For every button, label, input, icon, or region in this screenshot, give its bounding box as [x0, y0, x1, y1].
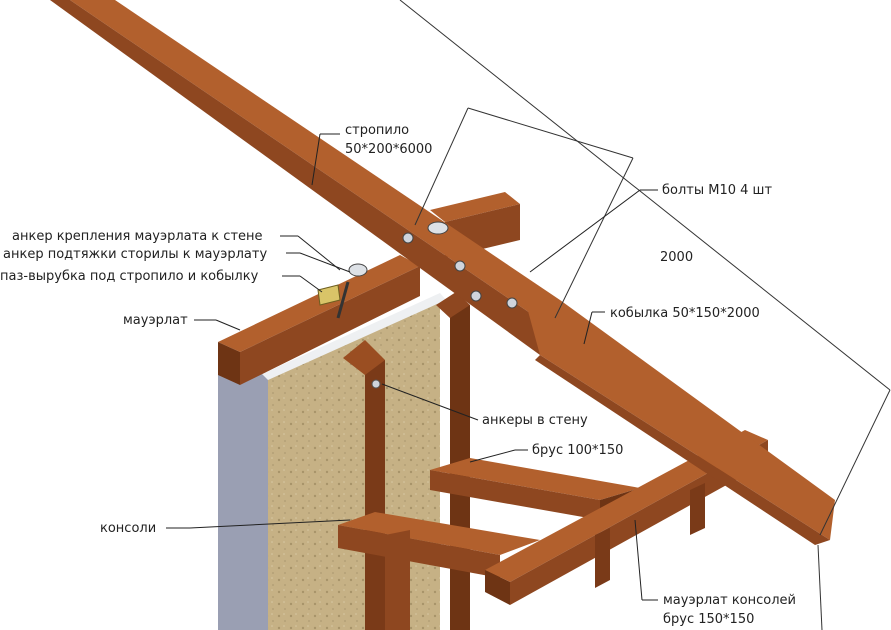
- label-anchor-mauerlat-wall: анкер крепления мауэрлата к стене: [12, 229, 263, 244]
- label-rafter-line1: стропило: [345, 123, 409, 138]
- leader-lines: [166, 133, 658, 601]
- dimension-lines: [399, 0, 891, 630]
- label-dimension-2000: 2000: [660, 250, 693, 265]
- console-brace: [385, 530, 410, 630]
- label-console-mauerlat-line1: мауэрлат консолей: [663, 593, 796, 608]
- label-wall-anchors: анкеры в стену: [482, 413, 588, 428]
- label-consoles: консоли: [100, 521, 156, 536]
- mauerlat-beam: [218, 255, 420, 385]
- label-filly: кобылка 50*150*2000: [610, 306, 760, 321]
- wall-top-plate: [262, 293, 446, 380]
- label-anchor-tie-rafter: анкер подтяжки сторилы к мауэрлату: [3, 247, 267, 262]
- label-notch: паз-вырубка под стропило и кобылку: [0, 269, 259, 284]
- console-front: [338, 340, 540, 630]
- label-rafter-line2: 50*200*6000: [345, 142, 432, 157]
- console-mauerlat-beam: [485, 430, 768, 605]
- wall-anchor-bolt: [371, 379, 381, 389]
- bolts-m10: [317, 221, 518, 319]
- label-beam-100-150: брус 100*150: [532, 443, 623, 458]
- label-bolts: болты М10 4 шт: [662, 183, 772, 198]
- filly-board: [525, 300, 835, 545]
- console-arm: [338, 512, 540, 555]
- wall-side-face: [218, 372, 268, 630]
- label-mauerlat: мауэрлат: [123, 313, 188, 328]
- label-console-mauerlat-line2: брус 150*150: [663, 612, 754, 627]
